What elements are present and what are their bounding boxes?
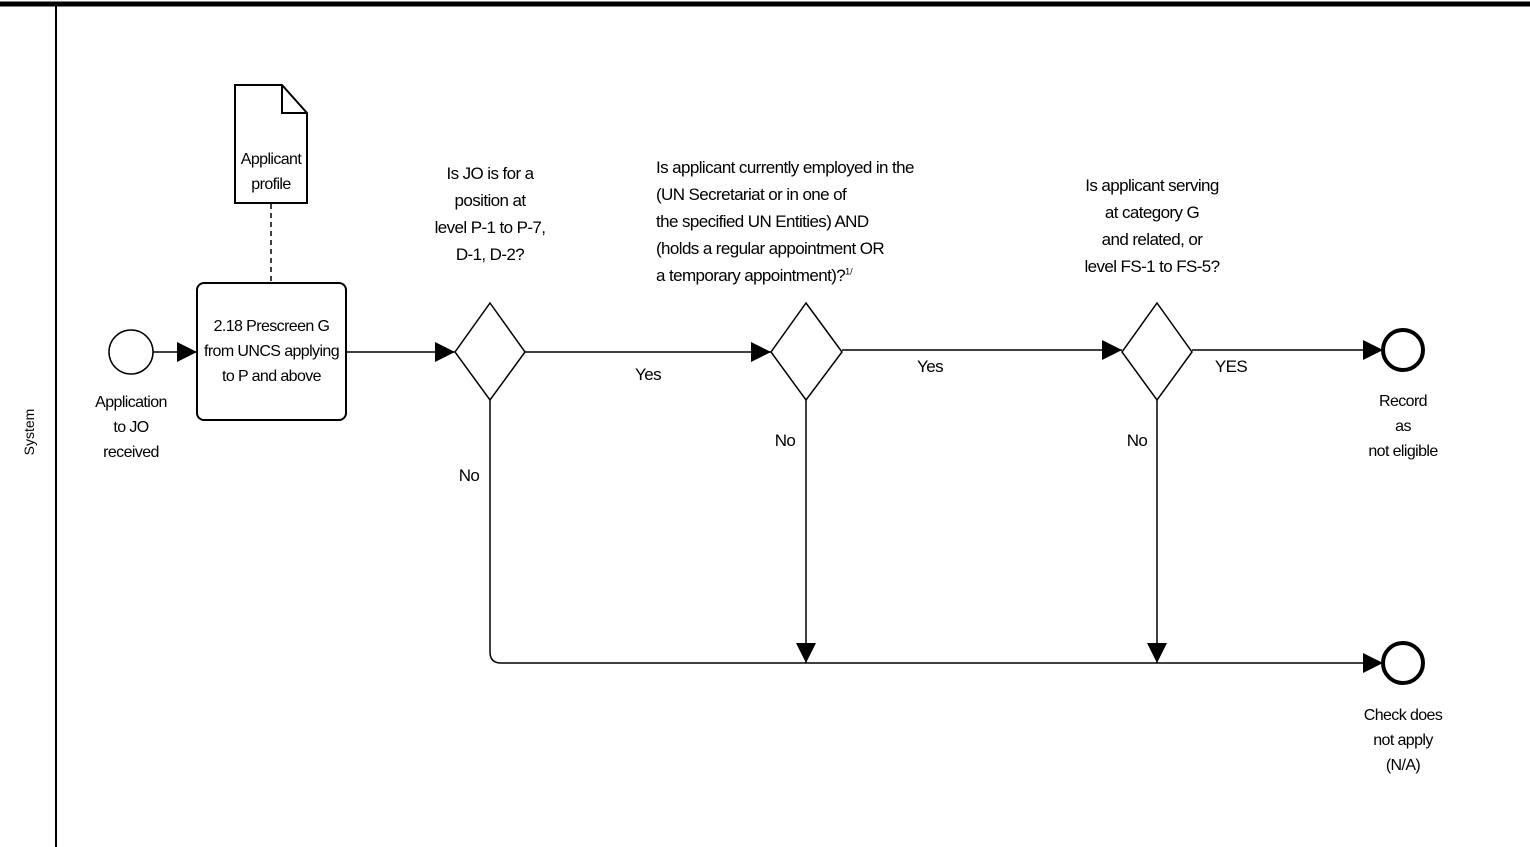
lane-label: System	[21, 396, 37, 466]
gateway-3-yes-label: YES	[1214, 357, 1248, 376]
gateway-2-yes-label: Yes	[917, 357, 944, 376]
end-event-not-apply[interactable]	[1381, 641, 1425, 685]
lane-label-text: System	[21, 408, 37, 456]
document-label: Applicant profile	[240, 151, 302, 193]
applicant-profile-document[interactable]	[234, 84, 308, 204]
gateway-3-question: Is applicant serving at category G and r…	[1084, 176, 1220, 276]
gateway-3-no-label: No	[1126, 431, 1148, 450]
gateway-2-question: Is applicant currently employed in the (…	[656, 154, 966, 289]
gateway-2-diamond[interactable]	[770, 301, 843, 402]
gateway-3-diamond[interactable]	[1121, 301, 1193, 402]
gateway-1-no-label: No	[458, 466, 480, 485]
gateway-1-diamond[interactable]	[454, 301, 526, 402]
gateway-2-question-text: Is applicant currently employed in the (…	[656, 158, 914, 285]
start-event[interactable]	[108, 329, 154, 375]
gateway-1-yes-label: Yes	[635, 365, 662, 384]
end-event-not-eligible[interactable]	[1381, 328, 1425, 372]
start-event-label: Application to JO received	[95, 394, 167, 461]
task-label: 2.18 Prescreen G from UNCS applying to P…	[203, 318, 340, 385]
end-event-1-label: Record as not eligible	[1368, 393, 1438, 460]
gateway-1-question: Is JO is for a position at level P-1 to …	[434, 164, 546, 264]
end-event-2-label: Check does not apply (N/A)	[1363, 707, 1443, 774]
flow-gateway-1-no	[489, 400, 1383, 673]
gateway-2-footnote: 1/	[845, 266, 853, 277]
gateway-2-no-label: No	[774, 431, 796, 450]
